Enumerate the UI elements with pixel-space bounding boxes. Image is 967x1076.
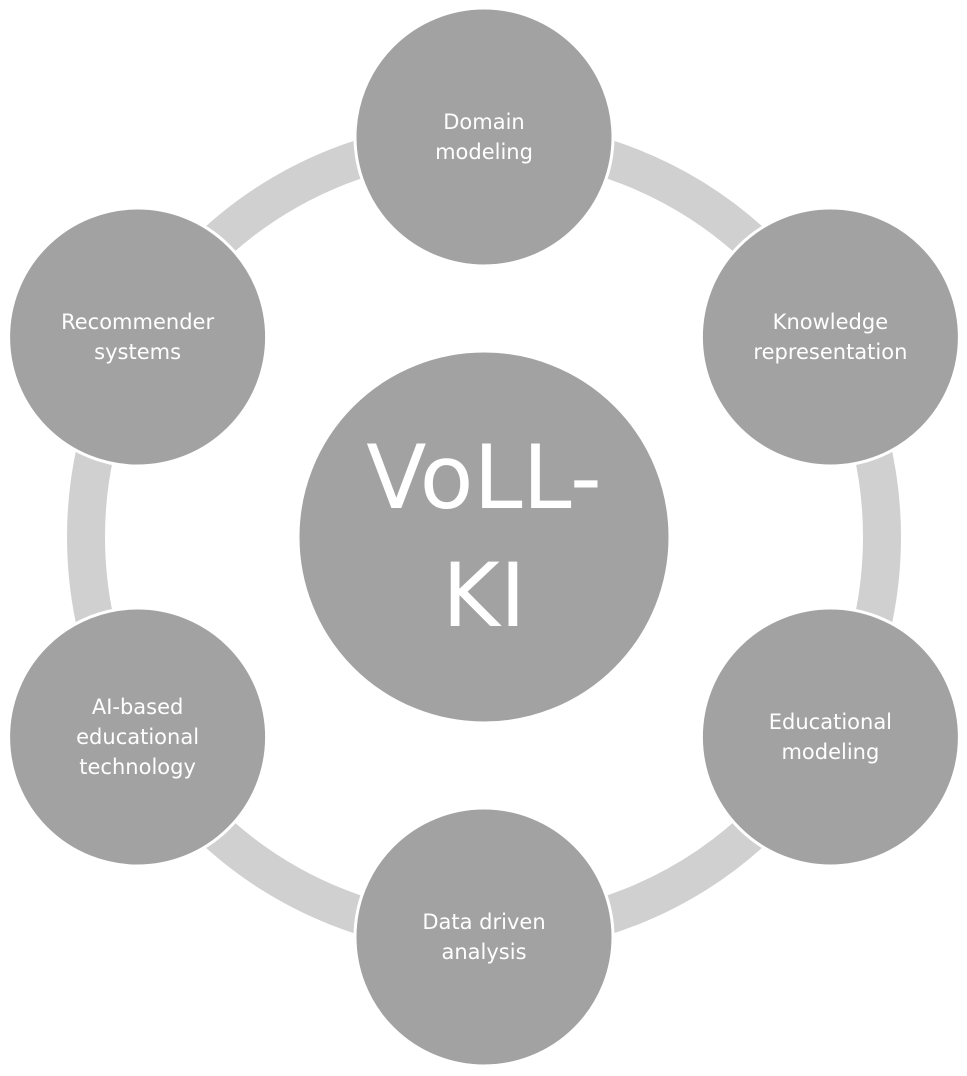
- node-knowledge-representation: Knowledge representation: [699, 206, 961, 468]
- center-circle: [296, 349, 672, 725]
- node-circle: [353, 806, 615, 1068]
- center-node: VoLL- KI: [296, 349, 672, 725]
- node-data-driven-analysis: Data driven analysis: [353, 806, 615, 1068]
- node-label-line: Domain: [443, 110, 525, 134]
- center-title-line-2: KI: [442, 544, 526, 647]
- node-label-line: modeling: [435, 140, 533, 164]
- node-circle: [353, 6, 615, 268]
- node-ai-based-educational-technology: AI-based educational technology: [7, 606, 269, 868]
- center-title-line-1: VoLL-: [366, 426, 601, 529]
- node-circle: [699, 206, 961, 468]
- node-recommender-systems: Recommender systems: [7, 206, 269, 468]
- node-circle: [7, 606, 269, 868]
- node-label-line: systems: [94, 340, 181, 364]
- node-circle: [699, 606, 961, 868]
- node-circle: [7, 206, 269, 468]
- node-label-line: Recommender: [61, 310, 214, 334]
- node-label-line: technology: [79, 755, 196, 779]
- node-label-line: modeling: [781, 740, 879, 764]
- node-label-line: analysis: [441, 940, 526, 964]
- node-label-line: educational: [76, 725, 199, 749]
- node-label-line: representation: [753, 340, 907, 364]
- node-label-line: Data driven: [422, 910, 545, 934]
- node-label-line: AI-based: [92, 695, 184, 719]
- node-label-line: Educational: [769, 710, 892, 734]
- node-label-line: Knowledge: [773, 310, 888, 334]
- node-educational-modeling: Educational modeling: [699, 606, 961, 868]
- node-domain-modeling: Domain modeling: [353, 6, 615, 268]
